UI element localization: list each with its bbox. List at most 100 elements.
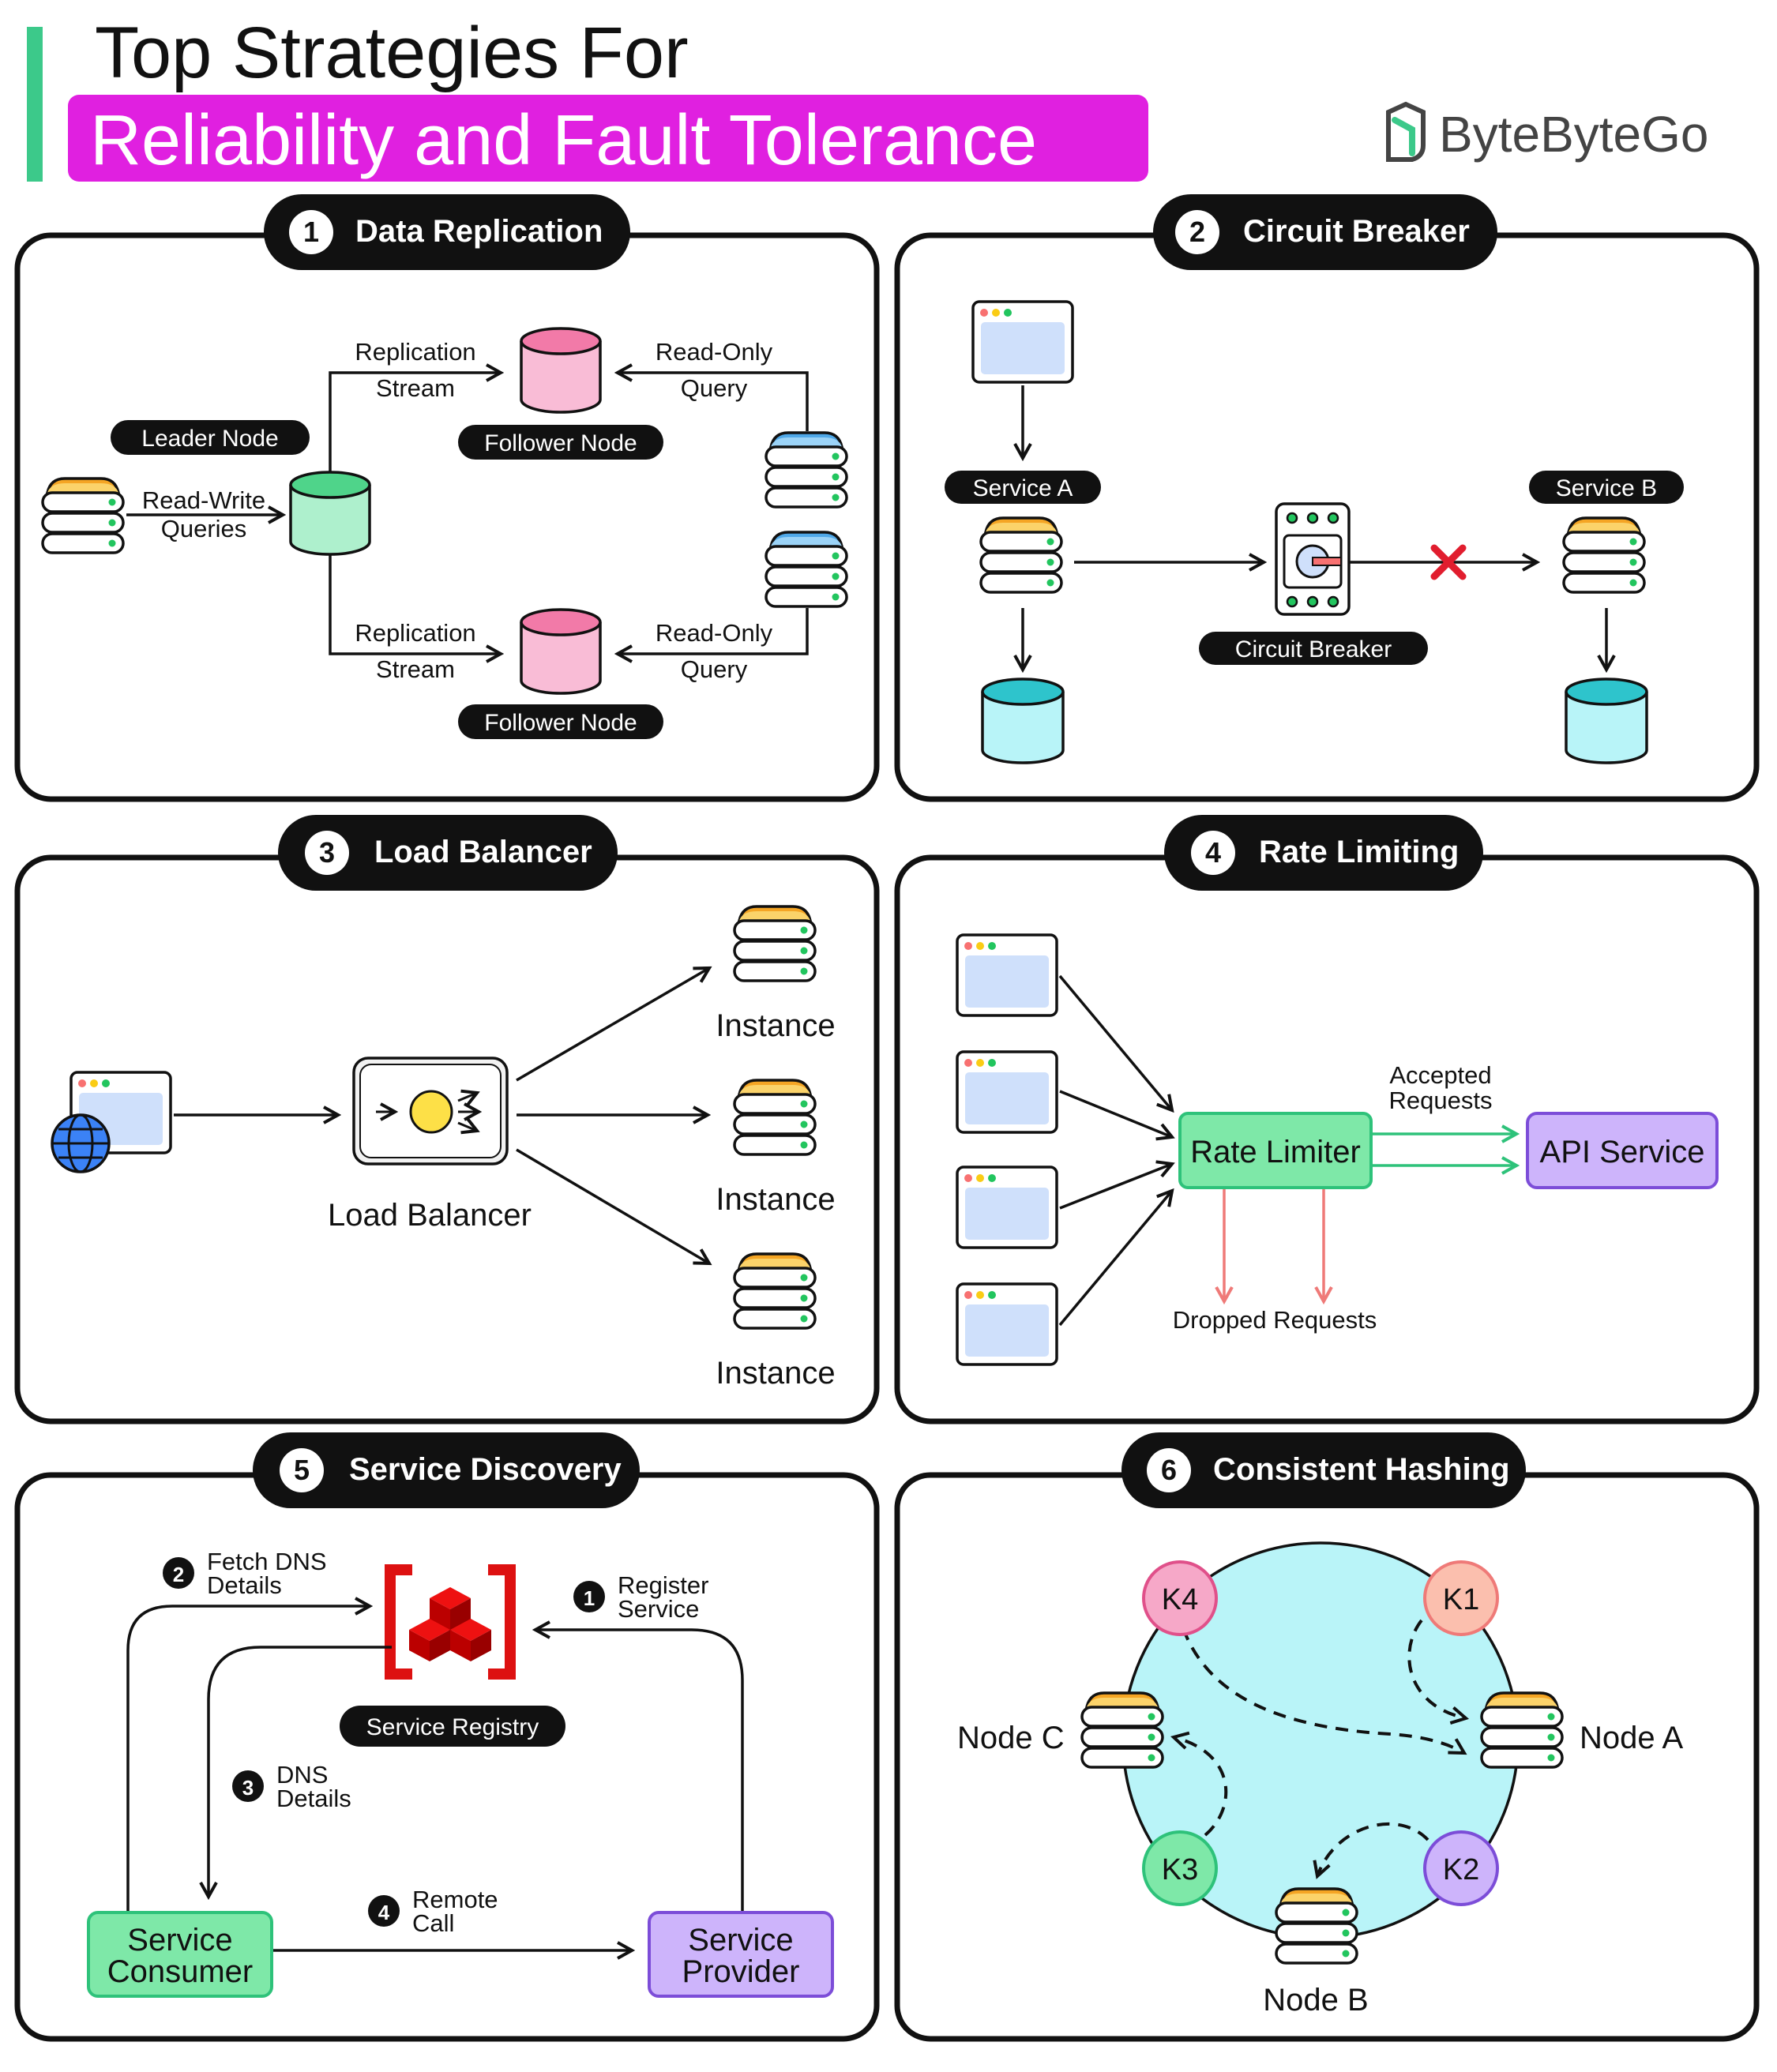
- node-a-server-icon: [1480, 1691, 1564, 1769]
- key-k2: [1423, 1830, 1499, 1906]
- service-provider-box: [648, 1911, 834, 1998]
- service-b-label: [1529, 471, 1684, 504]
- title-line-1: Top Strategies For: [95, 13, 689, 93]
- svg-text:Stream: Stream: [376, 374, 455, 402]
- svg-text:Read-Only: Read-Only: [656, 338, 773, 366]
- circuit-breaker-device-icon: [1275, 502, 1351, 616]
- key-k4: [1142, 1560, 1218, 1636]
- service-a-server-icon: [979, 516, 1063, 594]
- browser-icon: [956, 1166, 1058, 1249]
- svg-text:6: 6: [1161, 1454, 1177, 1486]
- svg-text:1: 1: [303, 216, 319, 248]
- node-c-label: Node C: [957, 1721, 1065, 1755]
- svg-text:Call: Call: [412, 1909, 454, 1937]
- panel-title-4: 4 Rate Limiting: [1164, 815, 1483, 891]
- instance-label: Instance: [716, 1356, 835, 1391]
- panel-title-2: 2 Circuit Breaker: [1153, 194, 1497, 270]
- svg-text:Query: Query: [681, 374, 748, 402]
- panel-title-1: 1 Data Replication: [264, 194, 630, 270]
- register-arrow: [535, 1630, 744, 1911]
- leader-db-icon: [289, 471, 371, 556]
- follower-label: [458, 704, 663, 739]
- svg-text:Requests: Requests: [1389, 1087, 1493, 1114]
- load-balancer-diagram: Load Balancer Instance Instance Instance: [51, 905, 836, 1391]
- svg-text:API Service: API Service: [1540, 1135, 1705, 1169]
- panel-title-text: Service Discovery: [349, 1452, 622, 1487]
- svg-text:Service Registry: Service Registry: [366, 1714, 539, 1740]
- svg-text:3: 3: [319, 836, 335, 869]
- svg-text:Stream: Stream: [376, 655, 455, 683]
- svg-text:Provider: Provider: [682, 1954, 800, 1989]
- svg-text:Register: Register: [618, 1571, 708, 1599]
- follower-db-icon: [520, 327, 602, 414]
- svg-text:Service: Service: [127, 1923, 232, 1958]
- globe-icon: [51, 1113, 111, 1173]
- key-k3: [1142, 1830, 1218, 1906]
- lb-label: Load Balancer: [328, 1198, 532, 1233]
- svg-text:Service B: Service B: [1556, 475, 1657, 501]
- svg-text:Follower Node: Follower Node: [484, 430, 637, 456]
- node-b-label: Node B: [1263, 1983, 1368, 2018]
- panel-title-6: 6 Consistent Hashing: [1121, 1432, 1526, 1508]
- node-c-server-icon: [1080, 1691, 1164, 1769]
- breaker-label: [1199, 632, 1428, 665]
- service-b-server-icon: [1562, 516, 1646, 594]
- svg-text:Queries: Queries: [161, 515, 247, 542]
- svg-text:Service: Service: [688, 1923, 793, 1958]
- rate-limiter-box: [1178, 1112, 1373, 1189]
- blocked-x-icon: [1430, 544, 1467, 580]
- brand-logo-icon: [1386, 101, 1426, 162]
- svg-text:2: 2: [1189, 216, 1205, 248]
- dns-details-arrow: [209, 1646, 392, 1897]
- svg-text:Replication: Replication: [355, 619, 475, 647]
- svg-text:Read-Write: Read-Write: [142, 486, 265, 514]
- browser-icon: [956, 1050, 1058, 1134]
- panel-title-text: Circuit Breaker: [1243, 214, 1470, 249]
- svg-text:4: 4: [1205, 836, 1221, 869]
- stream-line-bottom: [329, 554, 501, 654]
- panel-title-3: 3 Load Balancer: [278, 815, 618, 891]
- client-server-icon: [765, 431, 848, 509]
- svg-text:Details: Details: [207, 1571, 282, 1599]
- svg-text:Read-Only: Read-Only: [656, 619, 773, 647]
- accent-bar: [27, 27, 43, 182]
- circuit-breaker-diagram: Service A Circuit Breaker Service: [945, 300, 1684, 764]
- node-a-label: Node A: [1580, 1721, 1684, 1755]
- svg-text:Follower Node: Follower Node: [484, 710, 637, 736]
- dropped-label: Dropped Requests: [1173, 1306, 1377, 1334]
- database-icon: [1565, 678, 1648, 764]
- panel-title-text: Rate Limiting: [1259, 835, 1459, 869]
- database-icon: [981, 678, 1065, 764]
- panel-title-text: Consistent Hashing: [1213, 1452, 1510, 1487]
- instance-server-icon: [733, 905, 817, 982]
- service-consumer-box: [87, 1911, 273, 1998]
- rate-limiting-diagram: Rate Limiter Accepted Requests API Servi…: [956, 933, 1719, 1366]
- leader-label: [111, 420, 310, 455]
- panel-title-text: Load Balancer: [374, 835, 592, 869]
- instance-label: Instance: [716, 1008, 835, 1043]
- key-k1: [1423, 1560, 1499, 1636]
- service-registry-icon: [385, 1564, 516, 1680]
- browser-icon: [956, 1282, 1058, 1366]
- follower-db-icon: [520, 608, 602, 695]
- brand-name: ByteByteGo: [1439, 106, 1709, 163]
- svg-text:K3: K3: [1162, 1853, 1198, 1886]
- node-b-server-icon: [1275, 1887, 1358, 1965]
- title-line-2: Reliability and Fault Tolerance: [90, 101, 1037, 180]
- service-discovery-diagram: Service Registry 2 Fetch DNS Details 3 D…: [87, 1548, 834, 1998]
- instance-server-icon: [733, 1079, 817, 1156]
- svg-text:Service: Service: [618, 1595, 699, 1623]
- svg-text:K4: K4: [1162, 1583, 1198, 1616]
- service-a-label: [945, 471, 1101, 504]
- svg-text:5: 5: [294, 1454, 310, 1486]
- ro-query-bottom: [618, 608, 809, 654]
- consistent-hashing-diagram: Node A Node C Node B K1 K4 K3 K2: [957, 1541, 1684, 2018]
- svg-text:Query: Query: [681, 655, 748, 683]
- client-server-icon: [41, 477, 125, 554]
- title-highlight: [68, 95, 1148, 182]
- browser-icon: [956, 933, 1058, 1017]
- client-server-icon: [765, 531, 848, 608]
- svg-text:Service A: Service A: [973, 475, 1073, 501]
- svg-text:Replication: Replication: [355, 338, 475, 366]
